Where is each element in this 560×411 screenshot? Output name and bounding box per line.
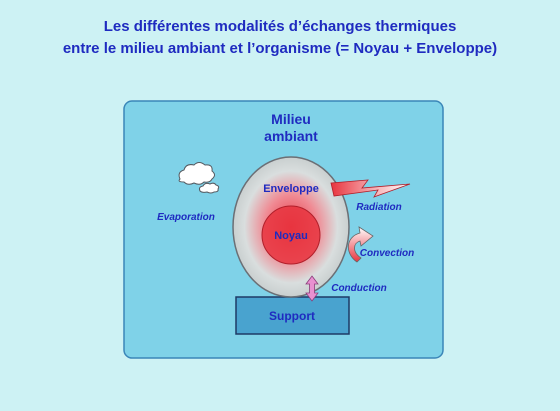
support-label: Support bbox=[269, 309, 315, 323]
evaporation-label: Evaporation bbox=[157, 212, 215, 223]
cloud-icon bbox=[178, 162, 220, 194]
title-line-2: entre le milieu ambiant et l’organisme (… bbox=[62, 40, 498, 57]
convection-label: Convection bbox=[360, 248, 414, 259]
radiation-bolt-icon bbox=[330, 179, 411, 198]
conduction-arrow-icon bbox=[305, 275, 319, 302]
radiation-label: Radiation bbox=[356, 202, 402, 213]
title-line-1: Les différentes modalités d’échanges the… bbox=[103, 18, 457, 35]
envelope-label: Enveloppe bbox=[263, 183, 319, 195]
core-label: Noyau bbox=[274, 230, 308, 242]
core-circle bbox=[261, 205, 321, 265]
environment-label-line-1: Milieu bbox=[271, 111, 311, 127]
conduction-label: Conduction bbox=[331, 283, 387, 294]
environment-label-line-2: ambiant bbox=[264, 128, 318, 144]
convection-arrow-icon bbox=[347, 226, 374, 263]
diagram-title: Les différentes modalités d’échanges the… bbox=[0, 16, 560, 60]
